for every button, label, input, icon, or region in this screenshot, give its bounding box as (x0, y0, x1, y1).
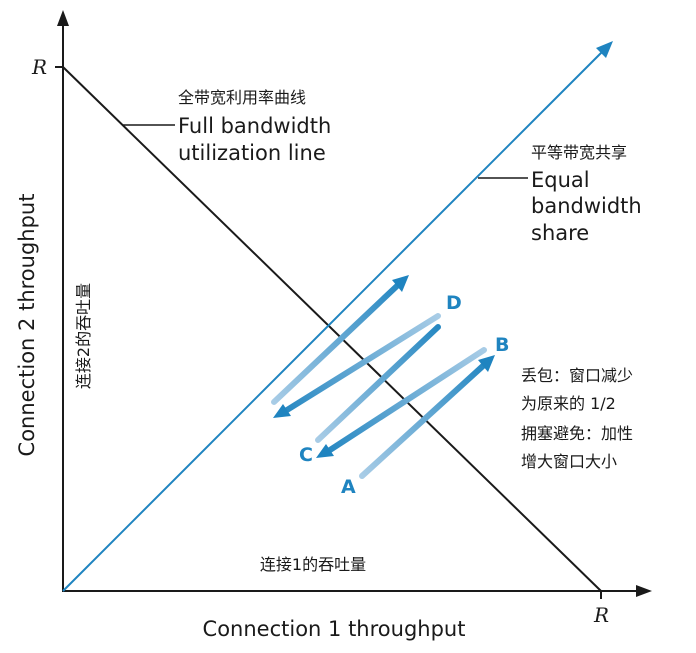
arrow-d-to-e (284, 313, 441, 413)
trajectory (271, 275, 495, 479)
arrow-e-to-f (271, 282, 401, 405)
arrow-a-to-b (359, 362, 487, 479)
y-axis-title: Connection 2 throughput (15, 194, 39, 457)
arrowhead-c (316, 444, 334, 458)
note-line-3: 拥塞避免：加性 (521, 424, 633, 443)
arrow-c-to-d (315, 324, 441, 443)
x-axis-title-cn: 连接1的吞吐量 (260, 555, 366, 574)
point-label-d: D (446, 292, 462, 314)
point-label-c: C (299, 444, 313, 466)
arrowhead-e (273, 404, 291, 418)
x-max-label: R (593, 603, 609, 627)
point-label-b: B (495, 334, 509, 356)
arrow-b-to-c (327, 347, 487, 453)
equal-line-label-cn: 平等带宽共享 (531, 143, 627, 162)
equal-share-line (62, 51, 603, 592)
x-axis-arrowhead (636, 585, 652, 597)
note-line-1: 丢包：窗口减少 (521, 366, 633, 385)
axes (55, 10, 652, 599)
full-bandwidth-line (62, 66, 602, 592)
point-label-a: A (341, 476, 356, 498)
full-line-label-cn: 全带宽利用率曲线 (178, 88, 306, 107)
equal-line-label-line1: Equal (531, 168, 590, 192)
y-max-label: R (31, 55, 47, 79)
note-line-2: 为原来的 1/2 (521, 394, 616, 413)
arrowhead-b (478, 355, 495, 372)
full-line-label-line2: utilization line (178, 141, 326, 165)
equal-share-arrowhead (596, 41, 613, 58)
equal-line-label-line3: share (531, 221, 589, 245)
y-axis-title-cn: 连接2的吞吐量 (74, 283, 93, 389)
full-line-label-line1: Full bandwidth (178, 114, 331, 138)
x-axis-title: Connection 1 throughput (203, 617, 466, 641)
note-line-4: 增大窗口大小 (521, 452, 617, 471)
y-axis-arrowhead (57, 10, 69, 26)
arrowhead-f (392, 275, 409, 292)
equal-line-label-line2: bandwidth (531, 194, 642, 218)
